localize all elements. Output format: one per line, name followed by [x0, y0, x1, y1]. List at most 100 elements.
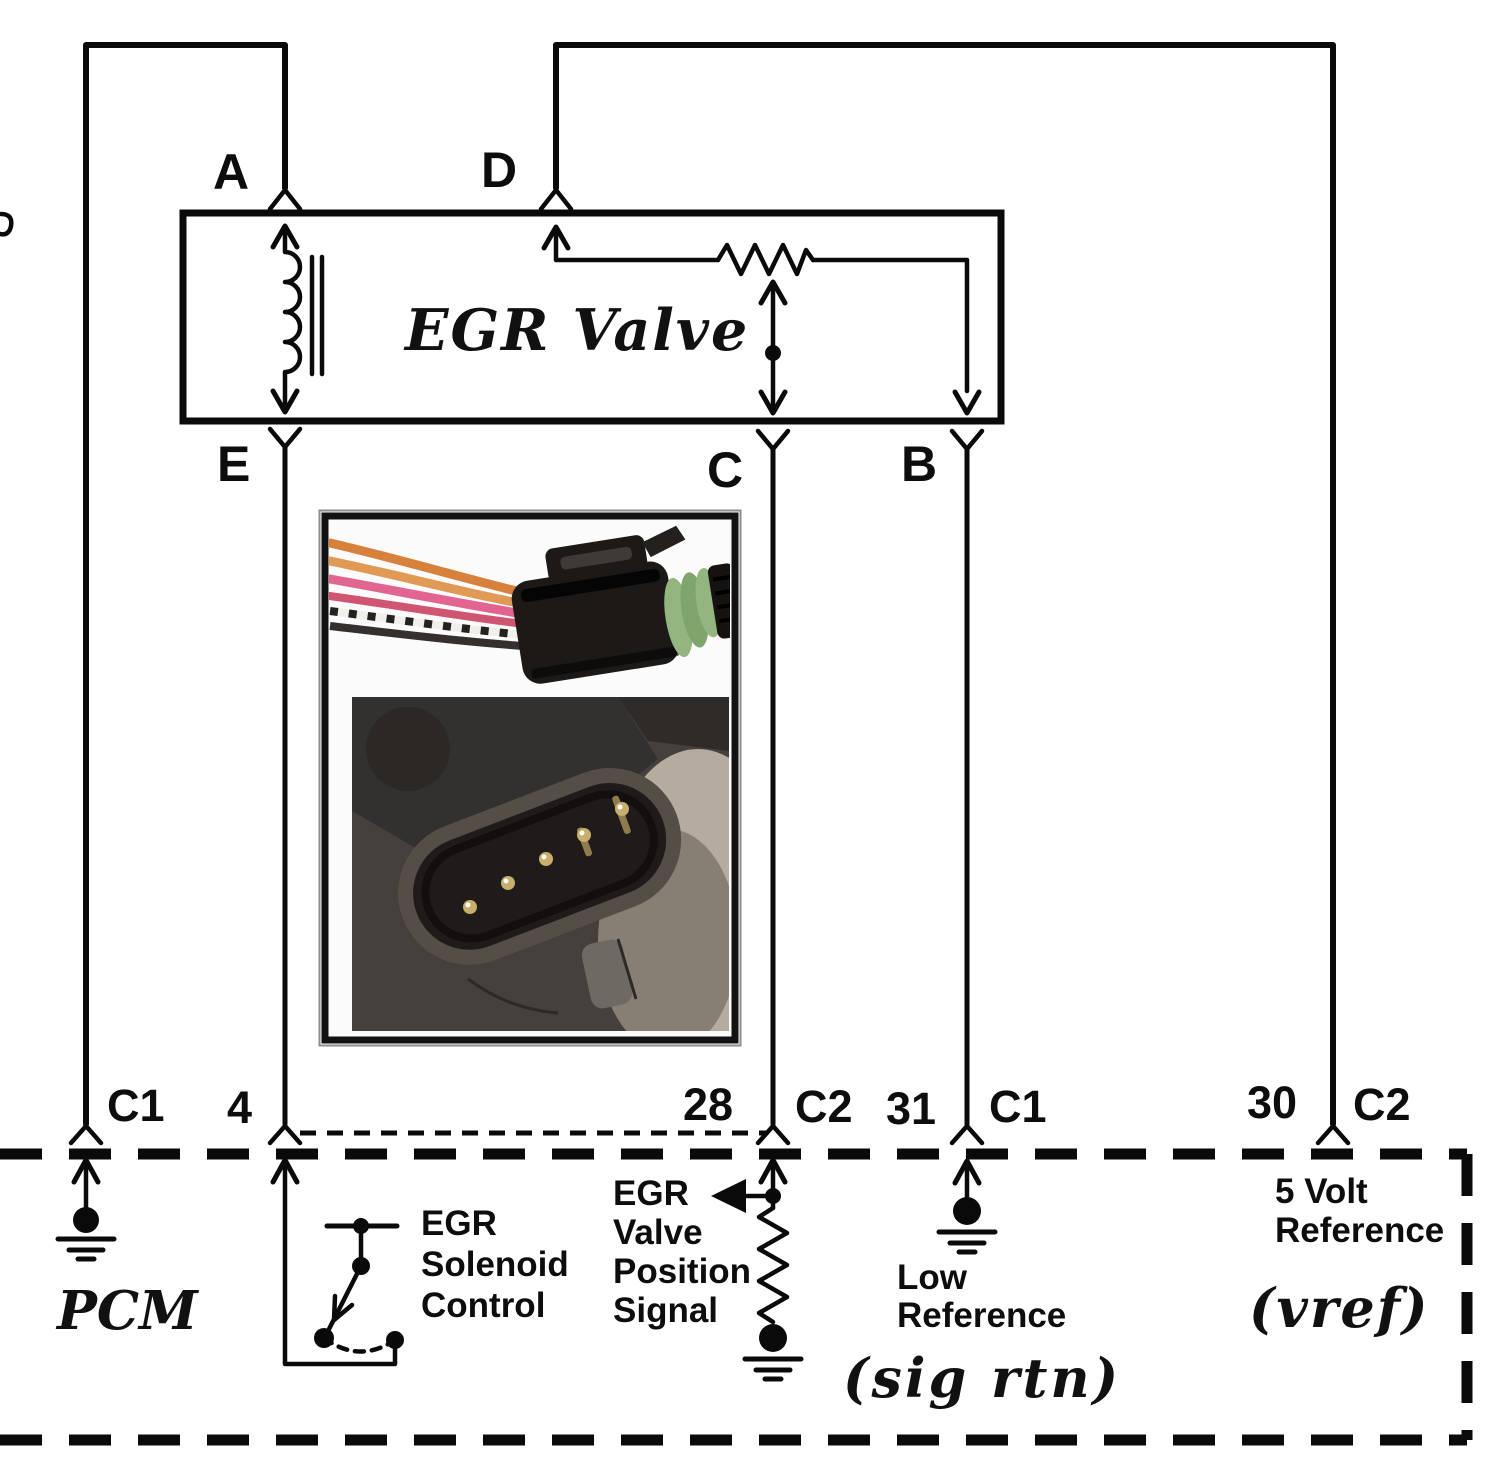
wire-a-to-pcm-ground [83, 42, 288, 1127]
housing-seam-lines [467, 938, 638, 1015]
arrow-left-icon [711, 1179, 746, 1213]
pin-1 [463, 900, 477, 914]
latch-slot [560, 546, 633, 570]
pin-31-connector [949, 1123, 985, 1146]
pin-4-connector [267, 1123, 303, 1146]
pin-label-c2-mid: C2 [795, 1081, 853, 1132]
low-reference-label: Low Reference [897, 1259, 1066, 1335]
socket-pins [463, 802, 629, 914]
resistor-symbol [756, 1205, 790, 1325]
ground-icon [55, 1236, 117, 1262]
pin-shroud-end [707, 563, 730, 639]
switch-blade-arrowhead-icon [331, 1293, 355, 1323]
pcm-ground-c1 [55, 1157, 117, 1262]
pin-glint [541, 854, 547, 860]
pin-label-c1-left: C1 [107, 1080, 165, 1131]
pcm-label: PCM [57, 1280, 198, 1342]
photo-outer-frame [318, 509, 742, 1047]
socket-inner-rim [421, 790, 658, 943]
low-reference-line2: Reference [897, 1296, 1067, 1335]
arrow-down-icon [952, 389, 982, 416]
ground-icon [742, 1356, 804, 1382]
switch-return-wire [282, 1159, 398, 1367]
pcm-dashed-border [0, 1148, 1473, 1446]
ground-dot [759, 1324, 787, 1352]
egr-terminal-connectors [267, 187, 985, 452]
pin-30-connector [1315, 1123, 1351, 1146]
harness-wires [83, 42, 1336, 1127]
terminal-label-d: D [481, 142, 518, 198]
terminal-label-a: A [213, 144, 250, 200]
terminal-b-connector [949, 428, 985, 452]
low-reference-ground [936, 1158, 998, 1255]
switch-blade [323, 1263, 364, 1338]
pin-glint [579, 830, 585, 836]
pin-5 [615, 802, 629, 816]
terminal-a-connector [267, 187, 303, 212]
terminal-label-e: E [217, 436, 251, 492]
body-ridge [520, 568, 660, 603]
pin-4 [577, 828, 591, 842]
edge-artifact [0, 211, 14, 237]
wire-d-to-pin30 [553, 42, 1336, 1127]
pot-right-lead [810, 257, 970, 394]
pin-label-c2-right: C2 [1353, 1079, 1411, 1130]
solenoid-control-line1: EGR [421, 1204, 497, 1243]
position-signal-line4: Signal [613, 1291, 719, 1330]
terminal-label-c: C [707, 442, 744, 498]
housing-hole [366, 707, 450, 791]
solenoid-control-label: EGR Solenoid Control [421, 1203, 569, 1326]
position-signal-label: EGR Valve Position Signal [613, 1174, 751, 1330]
coil-winding [282, 225, 303, 415]
arrow-down-icon [270, 388, 300, 415]
wiper-junction-dot [765, 345, 781, 361]
pot-left-lead [553, 226, 721, 263]
body-shadow [531, 646, 680, 679]
arrow-down-icon [758, 389, 788, 416]
pin-label-4: 4 [227, 1082, 253, 1133]
ground-dot [73, 1207, 99, 1233]
terminal-label-b: B [901, 436, 938, 492]
coil-core-lines [309, 254, 325, 377]
position-signal-circuit [711, 1157, 804, 1382]
ground-icon [936, 1229, 998, 1255]
pin-glint [465, 902, 471, 908]
latch-arm [642, 525, 686, 558]
five-volt-line2: Reference [1275, 1211, 1445, 1250]
five-volt-reference-label: 5 Volt Reference [1275, 1172, 1444, 1250]
position-signal-line3: Position [613, 1252, 752, 1291]
pin-glint [617, 804, 623, 810]
egr-valve-title: EGR Valve [405, 297, 750, 364]
pin-3 [539, 852, 553, 866]
position-signal-line2: Valve [613, 1213, 703, 1252]
connector-photo-inset [318, 509, 742, 1047]
terminal-c-connector [755, 428, 791, 452]
egr-solenoid-control-switch [270, 1157, 404, 1367]
connector-body-group [511, 525, 730, 684]
pin-2 [501, 876, 515, 890]
low-reference-line1: Low [897, 1258, 967, 1297]
egr-valve-box [179, 209, 1005, 425]
ground-dot [953, 1197, 981, 1225]
terminal-e-connector [267, 426, 303, 450]
solenoid-coil-symbol [270, 223, 325, 415]
terminal-d-connector [538, 187, 574, 212]
pin-label-28: 28 [683, 1079, 734, 1130]
housing-corner [618, 697, 729, 751]
pin-28-connector [755, 1123, 791, 1146]
pcm-pin-connectors [68, 1123, 1351, 1146]
resistor-symbol [715, 242, 816, 277]
pigtail-connector-photo [329, 525, 730, 684]
position-signal-line1: EGR [613, 1174, 689, 1213]
pin-slots [712, 574, 730, 624]
pin-label-30: 30 [1247, 1077, 1298, 1128]
vref-note: (vref) [1249, 1276, 1430, 1340]
solenoid-control-line2: Solenoid [421, 1245, 569, 1284]
sig-rtn-note: (sig rtn) [843, 1346, 1122, 1410]
five-volt-line1: 5 Volt [1275, 1172, 1368, 1211]
pin-c1-connector [68, 1123, 104, 1146]
sensor-socket-photo [352, 697, 729, 1031]
photo-black-frame [321, 512, 739, 1044]
